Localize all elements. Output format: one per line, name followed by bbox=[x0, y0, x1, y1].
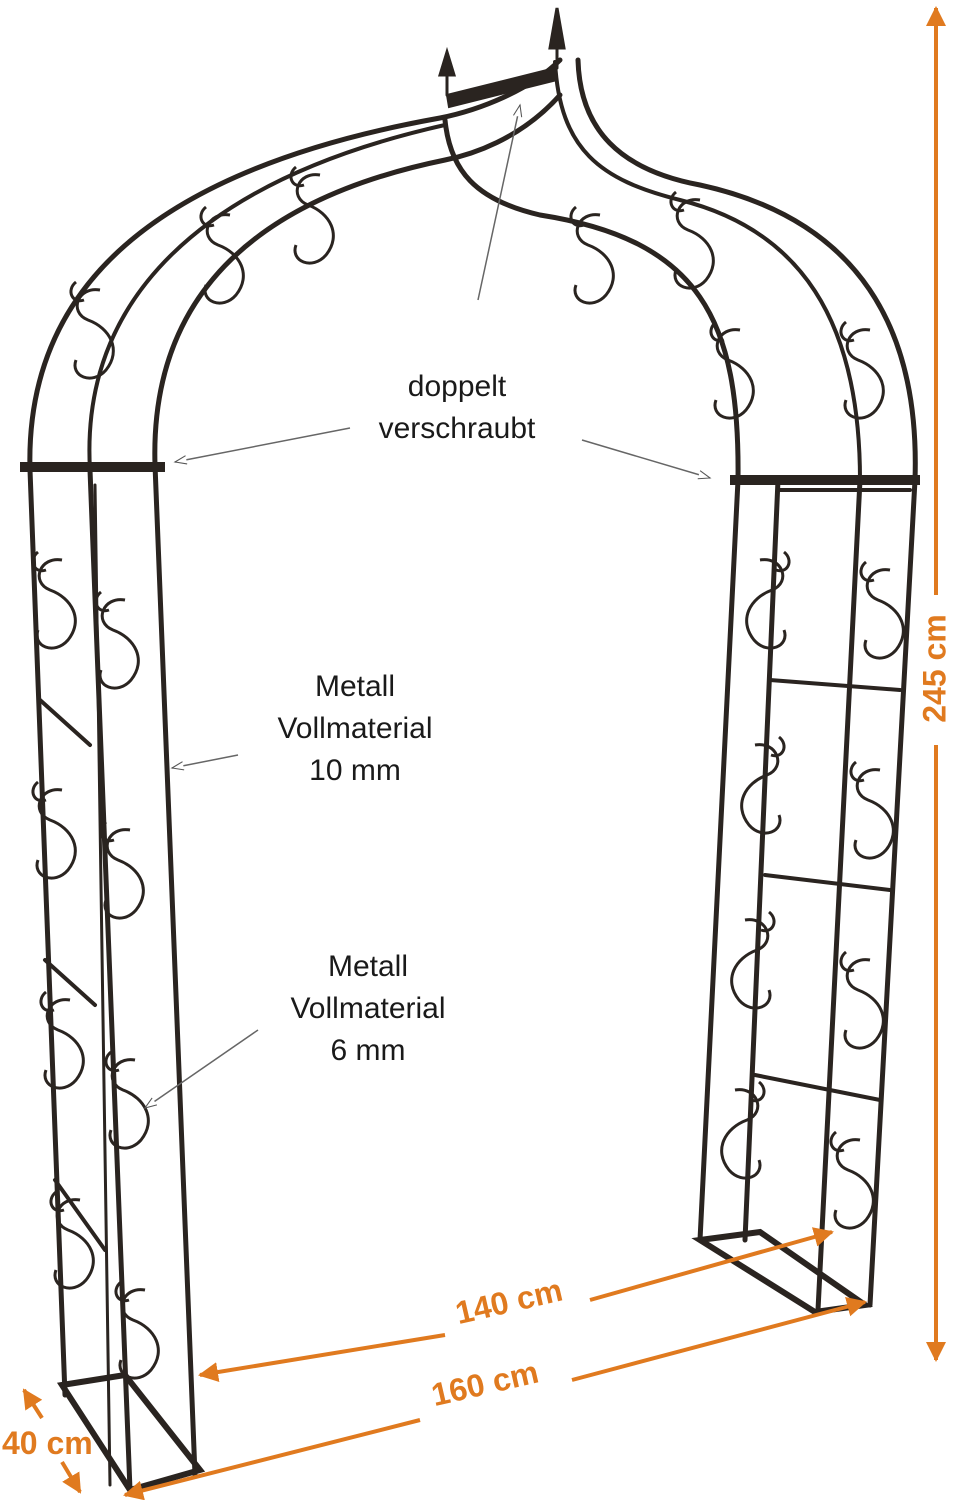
material-10-line3: 10 mm bbox=[309, 754, 401, 787]
dimension-lines bbox=[22, 6, 946, 1501]
material-6-line3: 6 mm bbox=[330, 1034, 406, 1067]
material-6-label: Metall Vollmaterial 6 mm bbox=[268, 946, 468, 1072]
material-10-line1: Metall bbox=[314, 670, 396, 703]
bolted-line1: doppelt bbox=[407, 370, 507, 403]
material-6-line1: Metall bbox=[327, 950, 409, 983]
bolted-line2: verschraubt bbox=[378, 412, 536, 445]
material-6-line2: Vollmaterial bbox=[290, 992, 446, 1025]
arch-frame bbox=[20, 7, 920, 1494]
height-dimension-label: 245 cm bbox=[916, 614, 953, 723]
material-10-label: Metall Vollmaterial 10 mm bbox=[255, 666, 455, 792]
bolted-label: doppelt verschraubt bbox=[352, 366, 562, 450]
scroll-ornaments bbox=[31, 165, 905, 1380]
depth-dimension-label: 40 cm bbox=[2, 1425, 93, 1461]
callout-arrows bbox=[145, 105, 710, 1108]
material-10-line2: Vollmaterial bbox=[277, 712, 433, 745]
